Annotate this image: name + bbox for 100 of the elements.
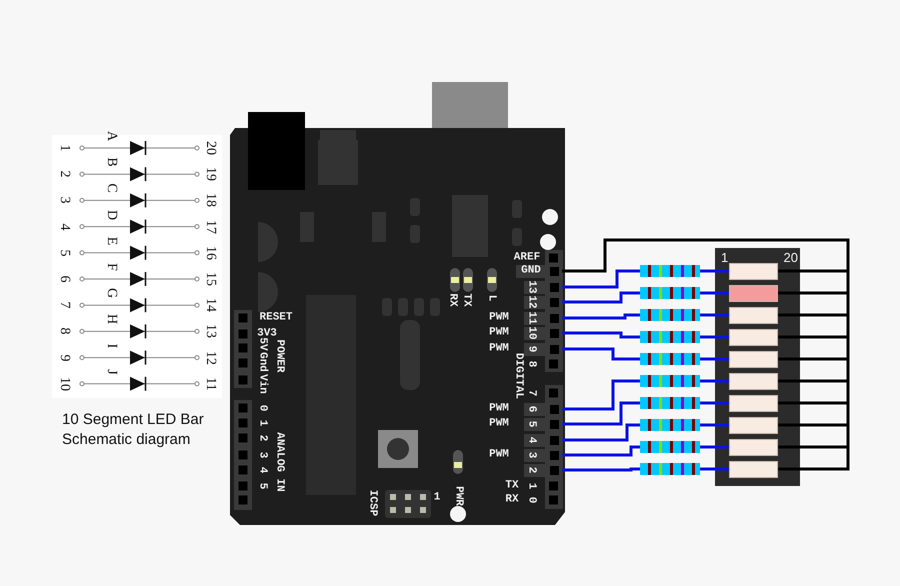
pin-label: 10 <box>526 326 536 340</box>
pin-label: 9 <box>526 346 536 352</box>
board-label: 1 <box>434 492 440 504</box>
pin-number: B <box>104 158 118 167</box>
wire <box>562 468 640 472</box>
pin-number: 12 <box>203 350 217 365</box>
board-label: Gnd <box>256 352 268 372</box>
header-pin <box>524 280 562 294</box>
led-segment <box>729 416 778 434</box>
board-label: PWM <box>489 344 509 354</box>
wire <box>562 292 640 304</box>
header-pin <box>524 418 562 430</box>
board-label: 2 <box>256 434 268 442</box>
pin-number: G <box>104 288 118 298</box>
pin-number: 16 <box>203 246 217 260</box>
board-label: AREF <box>514 252 540 264</box>
board-label: 1 <box>526 482 536 490</box>
pin-number: 3 <box>57 196 71 204</box>
led-segment <box>729 262 778 280</box>
pin-label: 13 <box>526 280 536 294</box>
led-segment <box>729 372 778 390</box>
header-pin <box>524 402 562 416</box>
resistor <box>640 331 700 343</box>
board-label: TX <box>460 293 472 307</box>
board-label: 7 <box>526 390 536 396</box>
header-pin <box>524 312 562 324</box>
led-segment <box>729 394 778 412</box>
resistor <box>640 287 700 299</box>
wire <box>700 446 729 448</box>
led-segment <box>729 328 778 346</box>
board-label: PWM <box>489 328 509 338</box>
header-pin <box>516 264 562 278</box>
pin-label: 2 <box>526 466 536 474</box>
board-label: RX <box>505 494 519 506</box>
pin-number: 9 <box>57 354 71 362</box>
led-segment <box>729 350 778 368</box>
pin-number: A <box>104 130 118 142</box>
pin-number: F <box>104 263 118 271</box>
board-label: 1 <box>256 420 268 426</box>
board-label: 5V <box>256 337 268 351</box>
board-label: 4 <box>256 466 268 474</box>
header-pin <box>524 296 562 308</box>
pin-number: E <box>104 236 118 246</box>
pin-number: 20 <box>203 141 217 155</box>
wire <box>700 402 729 404</box>
wire <box>700 424 729 426</box>
pin-label: 4 <box>526 436 536 444</box>
board-label: PWM <box>489 312 509 324</box>
wire <box>562 402 640 426</box>
resistor <box>640 265 700 277</box>
pin-number: I <box>104 343 118 348</box>
pin-label: 11 <box>526 311 536 325</box>
header-pin <box>524 434 562 446</box>
pin-number: 15 <box>203 272 217 286</box>
pin-number: 5 <box>57 249 71 256</box>
pin-label: 5 <box>526 420 536 428</box>
board-label: 3 <box>256 452 268 458</box>
wire <box>562 332 640 338</box>
wire <box>562 424 640 442</box>
board-label: DIGITAL <box>512 352 524 400</box>
pin-number: 8 <box>57 328 71 335</box>
header-pin <box>524 448 562 462</box>
board-label: RX <box>446 293 458 307</box>
led-segment <box>729 284 778 302</box>
board-label: PWM <box>489 404 509 414</box>
wire <box>562 446 640 456</box>
board-label: Vin <box>256 374 268 394</box>
pin-number: 20 <box>784 251 798 264</box>
pin-number: 17 <box>203 220 217 234</box>
pin-number: 1 <box>57 144 71 152</box>
wire <box>700 468 729 470</box>
board-label: PWM <box>489 418 509 430</box>
board-label: 5 <box>256 482 268 490</box>
led-bar <box>715 248 800 486</box>
pin-number: 18 <box>203 193 217 208</box>
resistor <box>640 375 700 387</box>
wire <box>562 314 640 320</box>
board-label: L <box>486 294 496 302</box>
led-segment <box>729 460 778 478</box>
pin-number: 7 <box>57 302 71 309</box>
board-label: POWER <box>274 340 284 372</box>
wire <box>700 358 729 360</box>
pin-number: 19 <box>203 167 217 182</box>
pin-number: H <box>104 314 118 324</box>
board-label: 3V3 <box>257 328 277 340</box>
resistor <box>640 309 700 321</box>
led-segment <box>729 438 778 456</box>
pin-label: 12 <box>526 295 536 309</box>
wire <box>700 380 729 382</box>
pin-number: 11 <box>203 377 217 391</box>
header-pin <box>524 342 562 356</box>
pin-number: 4 <box>57 223 71 230</box>
pin-number: 10 <box>57 376 71 391</box>
board-label: TX <box>505 480 519 492</box>
resistor <box>640 463 700 475</box>
wire <box>700 336 729 338</box>
resistor <box>640 441 700 453</box>
pin-label: 3 <box>526 452 536 458</box>
wire <box>562 270 640 288</box>
pin-number: 1 <box>721 251 728 264</box>
